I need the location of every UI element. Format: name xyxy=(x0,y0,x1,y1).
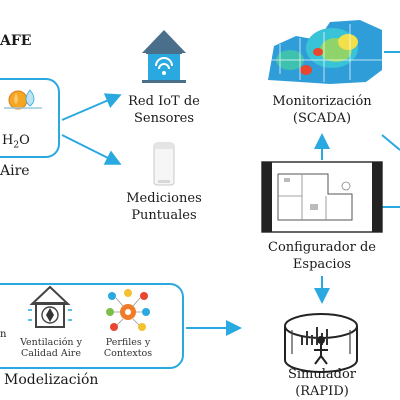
scada-label-line1: Monitorización xyxy=(272,94,372,109)
air-formula-base: H xyxy=(2,133,14,148)
air-formula: H2O xyxy=(2,134,30,153)
profiles-label-line1: Perfiles y xyxy=(105,337,151,348)
arrow-air-to-point xyxy=(61,134,122,165)
iot-label-line1: Red IoT de xyxy=(128,94,200,109)
air-formula-sub: 2 xyxy=(13,140,20,151)
header-title-fragment: AFE xyxy=(0,33,32,49)
point-label-line1: Mediciones xyxy=(126,191,202,206)
arrow-air-to-iot xyxy=(61,93,122,121)
config-label-line2: Espacios xyxy=(292,257,352,272)
air-label: Aire xyxy=(0,163,30,179)
point-label-line2: Puntuales xyxy=(131,208,197,223)
sim-label-line2: (RAPID) xyxy=(295,384,349,399)
arrow-scada-offscreen xyxy=(381,134,400,151)
ventilation-label-line1: Ventilación y xyxy=(20,337,82,348)
modeling-title: Modelización xyxy=(4,372,99,388)
config-label-line1: Configurador de xyxy=(268,240,376,255)
modeling-left-fragment: n xyxy=(0,329,7,340)
air-formula-tail: O xyxy=(19,133,30,148)
air-box xyxy=(0,78,60,158)
modeling-box xyxy=(0,283,184,369)
iot-label-line2: Sensores xyxy=(133,111,195,126)
profiles-label-line2: Contextos xyxy=(103,348,153,359)
sim-label-line1: Simulador xyxy=(287,367,357,382)
scada-label-line2: (SCADA) xyxy=(292,111,352,126)
ventilation-label-line2: Calidad Aire xyxy=(21,348,81,359)
